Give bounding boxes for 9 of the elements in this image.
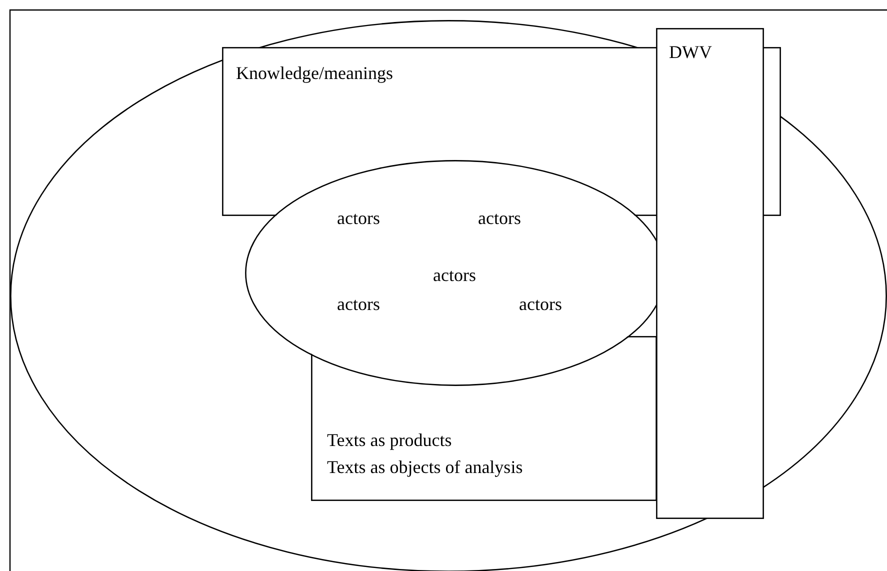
actor-label: actors <box>433 264 476 286</box>
actor-label: actors <box>519 293 562 315</box>
box-label: Texts as products <box>327 429 452 451</box>
box-label: Texts as objects of analysis <box>327 456 523 478</box>
box-label: DWV <box>669 41 712 63</box>
actor-label: actors <box>337 207 380 229</box>
box-label: Knowledge/meanings <box>236 62 393 84</box>
actor-label: actors <box>337 293 380 315</box>
actor-label: actors <box>478 207 521 229</box>
